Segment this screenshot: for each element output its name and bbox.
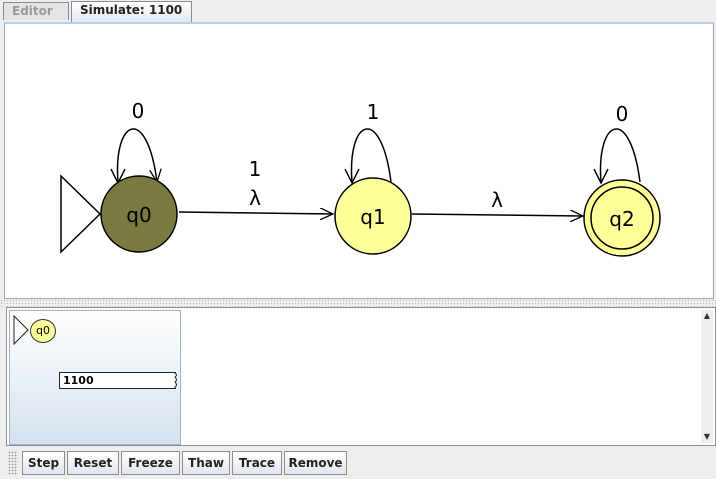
tape-end-icon [174, 372, 177, 389]
scroll-up-icon[interactable]: ▲ [703, 311, 711, 320]
state-label-q2: q2 [609, 207, 634, 231]
simulation-toolbar: Step Reset Freeze Thaw Trace Remove [0, 446, 716, 479]
transition-q0-q1 [178, 212, 333, 214]
state-q2[interactable] [583, 179, 661, 257]
thaw-button[interactable]: Thaw [182, 451, 230, 475]
remove-button[interactable]: Remove [284, 451, 347, 475]
scroll-down-icon[interactable]: ▼ [703, 432, 711, 441]
automaton-diagram: q0 q1 q2 0 1 λ 1 λ 0 [60, 99, 661, 257]
transition-label-q2-q2: 0 [616, 102, 629, 126]
state-q2-final-ring [590, 186, 654, 250]
toolbar-grip-icon[interactable] [8, 451, 18, 475]
state-q1[interactable] [334, 177, 412, 255]
freeze-button[interactable]: Freeze [121, 451, 180, 475]
tab-simulate[interactable]: Simulate: 1100 [71, 1, 192, 22]
trace-button[interactable]: Trace [232, 451, 282, 475]
tab-editor[interactable]: Editor [3, 2, 69, 20]
transition-label-q0-q1-2: λ [249, 186, 261, 210]
vertical-scrollbar[interactable]: ▲ ▼ [701, 310, 713, 443]
transition-label-q0-q1-1: 1 [249, 157, 262, 181]
configuration-card[interactable]: q0 1100 [9, 310, 181, 445]
transition-label-q1-q1: 1 [367, 100, 380, 124]
state-q0[interactable] [100, 175, 178, 253]
state-label-q1: q1 [360, 205, 385, 229]
initial-state-marker-small [13, 315, 29, 345]
split-pane-divider[interactable] [0, 299, 716, 307]
transition-q1-q2 [411, 214, 583, 216]
reset-button[interactable]: Reset [67, 451, 119, 475]
transition-label-q0-q0: 0 [132, 99, 145, 123]
transition-q0-q0 [116, 128, 157, 182]
step-button[interactable]: Step [22, 451, 65, 475]
tab-bar: Editor Simulate: 1100 [0, 0, 716, 22]
arrowhead-q1-q1 [344, 168, 360, 185]
transition-q2-q2 [599, 128, 641, 183]
arrowhead-q2-q2 [593, 168, 609, 185]
configuration-panel: q0 1100 ▲ ▼ [6, 307, 716, 446]
automaton-canvas[interactable]: q0 q1 q2 0 1 λ 1 λ 0 [4, 22, 714, 299]
initial-state-marker [60, 174, 102, 254]
transition-q1-q1 [350, 128, 392, 183]
state-label-q0: q0 [126, 203, 151, 227]
transition-label-q1-q2: λ [491, 188, 503, 212]
configuration-state: q0 [30, 319, 56, 343]
input-tape: 1100 [59, 372, 176, 389]
